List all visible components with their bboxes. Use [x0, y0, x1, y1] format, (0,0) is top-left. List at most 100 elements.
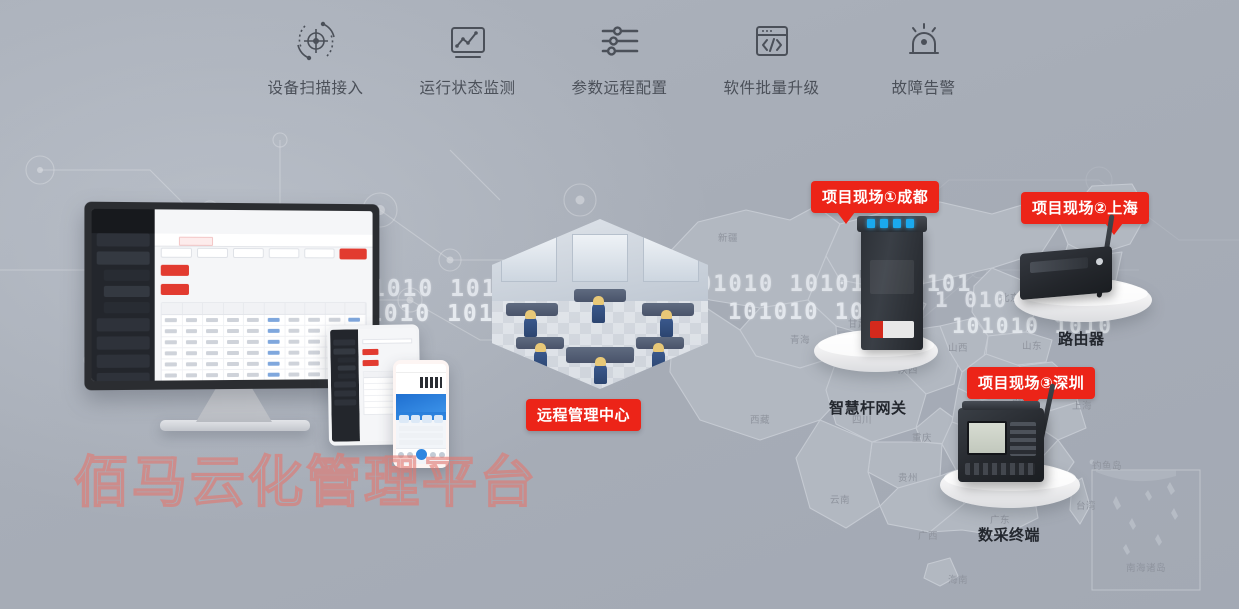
table-header-cell: [161, 303, 183, 315]
tablet-export-button[interactable]: [362, 359, 379, 367]
phone-grid-icon[interactable]: [433, 415, 443, 423]
tablet-nav-subitem[interactable]: [337, 365, 356, 371]
gateway-port-2: [880, 219, 888, 228]
dashboard-tab-active[interactable]: [178, 236, 214, 246]
dashboard-sidebar[interactable]: [91, 208, 155, 382]
sidebar-item-5[interactable]: [96, 372, 150, 382]
rtu-keypad: [1010, 422, 1036, 456]
filter-field-2[interactable]: [197, 247, 229, 258]
search-button[interactable]: [339, 248, 367, 260]
table-header-cell: [325, 302, 346, 314]
filter-field-5[interactable]: [304, 248, 335, 259]
phone-tab-icon[interactable]: [429, 451, 436, 458]
operator-1: [524, 310, 537, 337]
map-label: 上海: [1072, 401, 1093, 412]
data-terminal-device: [958, 401, 1044, 482]
feature-label: 软件批量升级: [723, 79, 820, 97]
tablet-filter-field[interactable]: [362, 338, 413, 345]
code-window-icon: [748, 14, 796, 68]
map-label: 广西: [918, 531, 939, 542]
table-header-cell: [182, 303, 204, 315]
filter-field-1[interactable]: [160, 247, 192, 258]
tablet-nav-item[interactable]: [333, 381, 357, 388]
map-label: 台湾: [1076, 501, 1097, 512]
china-map-svg: [661, 183, 1201, 591]
table-header-cell: [223, 302, 245, 315]
sidebar-subitem-0[interactable]: [103, 269, 150, 281]
sidebar-item-2[interactable]: [96, 318, 150, 332]
filter-field-3[interactable]: [233, 247, 264, 259]
table-header-cell: [203, 303, 224, 315]
phone-grid-icon[interactable]: [399, 415, 409, 423]
dashboard-tabbar[interactable]: [154, 233, 373, 248]
phone-tab-icon[interactable]: [397, 451, 404, 458]
add-button[interactable]: [160, 264, 189, 276]
operator-desk-center: [566, 347, 634, 363]
app-logo: [91, 208, 155, 234]
map-label: 西藏: [750, 415, 771, 426]
feature-item-software-upgrade[interactable]: 软件批量升级: [696, 14, 848, 98]
wall-screen-right: [643, 234, 700, 282]
tablet-nav-item[interactable]: [334, 390, 357, 397]
phone-list: [396, 426, 446, 445]
tablet-sidebar[interactable]: [330, 329, 360, 442]
sidebar-item-1[interactable]: [96, 251, 150, 265]
table-row[interactable]: [161, 314, 366, 327]
china-map: 新疆内蒙古黑龙江吉林辽宁北京山西陕西河南山东江苏上海安徽湖北青海甘肃西藏四川重庆…: [640, 140, 1239, 609]
filter-row[interactable]: [160, 247, 367, 260]
gateway-label-plate: [870, 260, 914, 294]
sidebar-item-4[interactable]: [96, 354, 150, 368]
tablet-nav-subitem[interactable]: [337, 373, 356, 379]
table-header-row: [161, 302, 366, 316]
sidebar-subitem-2[interactable]: [103, 302, 150, 314]
phone-tab-icon-active[interactable]: [415, 449, 427, 460]
device-scan-icon: [292, 14, 340, 68]
phone-list-item[interactable]: [399, 433, 443, 438]
feature-item-remote-config[interactable]: 参数远程配置: [544, 14, 696, 98]
device-label-gateway: 智慧杆网关: [829, 399, 907, 417]
map-label: 山东: [1022, 341, 1043, 352]
rtu-top-panel: [962, 401, 1040, 410]
router-led: [1096, 257, 1103, 266]
phone-list-item[interactable]: [399, 426, 443, 431]
map-label: 钓鱼岛: [1092, 461, 1123, 472]
router-device: [1020, 245, 1112, 301]
tablet-add-button[interactable]: [362, 348, 379, 356]
phone-grid-icon[interactable]: [410, 415, 420, 423]
filter-field-4[interactable]: [268, 248, 300, 259]
phone-icon-grid[interactable]: [396, 412, 446, 426]
phone-tab-icon[interactable]: [438, 451, 445, 458]
tablet-nav-item[interactable]: [334, 399, 357, 406]
operator-desk-3: [642, 303, 694, 316]
feature-item-status-monitor[interactable]: 运行状态监测: [392, 14, 544, 98]
device-label-router: 路由器: [1058, 330, 1105, 348]
sliders-config-icon: [596, 14, 644, 68]
phone-list-item[interactable]: [399, 440, 443, 445]
tablet-nav-subitem[interactable]: [337, 357, 356, 363]
sidebar-item-3[interactable]: [96, 336, 150, 350]
export-button[interactable]: [160, 283, 189, 295]
feature-item-device-scan[interactable]: 设备扫描接入: [240, 14, 392, 98]
device-label-rtu: 数采终端: [978, 526, 1041, 544]
sidebar-item-0[interactable]: [96, 233, 150, 247]
operator-desk-1: [506, 303, 558, 316]
tablet-nav-item[interactable]: [333, 339, 356, 346]
control-room-illustration: [492, 219, 708, 389]
remote-center-label: 远程管理中心: [526, 399, 642, 431]
callout-site-shanghai: 项目现场②上海: [1021, 192, 1150, 235]
table-header-cell: [264, 302, 286, 314]
feature-item-fault-alarm[interactable]: 故障告警: [848, 14, 1000, 98]
wall-screen-center: [571, 234, 629, 282]
phone-screen: [396, 364, 446, 464]
router-face-plate: [1030, 257, 1088, 274]
phone-tabbar[interactable]: [396, 448, 446, 460]
feature-label: 故障告警: [891, 79, 956, 97]
tablet-nav-item[interactable]: [333, 348, 356, 355]
table-header-cell: [244, 302, 265, 314]
operator-5: [652, 343, 665, 370]
phone-grid-icon[interactable]: [422, 415, 432, 423]
alarm-bell-icon: [900, 14, 948, 68]
sidebar-subitem-1[interactable]: [103, 285, 150, 298]
phone-tab-icon[interactable]: [406, 451, 413, 458]
feature-label: 参数远程配置: [571, 79, 668, 97]
